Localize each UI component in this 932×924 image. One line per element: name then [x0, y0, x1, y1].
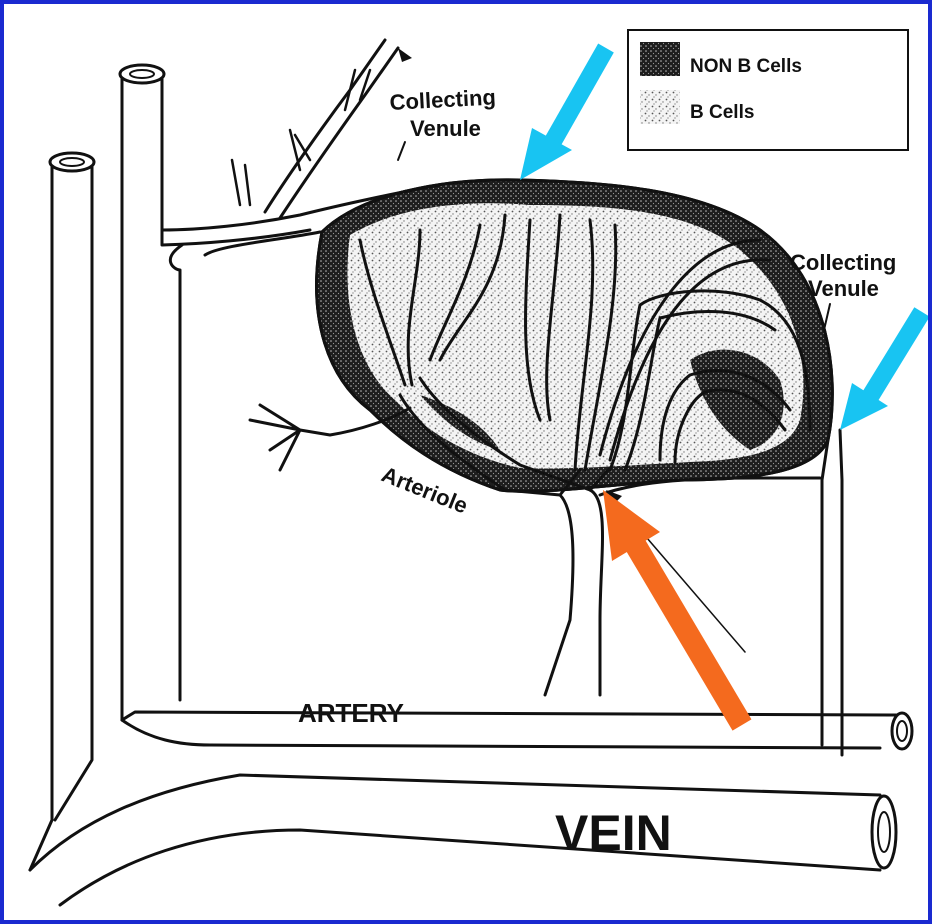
legend-swatch-non-b-cells: [640, 42, 680, 76]
legend-label-b-cells: B Cells: [690, 102, 754, 123]
vein: [30, 775, 896, 905]
collecting-venule-right-label-line1: Collecting: [790, 250, 896, 275]
orange-arrow: [603, 490, 742, 725]
blue-arrow-top: [520, 48, 606, 180]
collecting-venule-right-pointer: [824, 304, 830, 330]
left-vessels: [30, 65, 440, 870]
collecting-venule-left-pointer-top: [398, 48, 412, 62]
artery: [122, 712, 912, 749]
collecting-venule-left-label-line1: Collecting: [389, 84, 497, 115]
vein-label: VEIN: [555, 805, 672, 861]
collecting-venule-left-label-line2: Venule: [410, 116, 481, 141]
collecting-venule-right-label-line2: Venule: [808, 276, 879, 301]
collecting-venule-left-pointer-bottom: [398, 142, 405, 160]
artery-label: ARTERY: [298, 698, 404, 728]
blue-arrow-right: [840, 312, 922, 430]
collecting-venule-right: [822, 430, 842, 755]
lymph-node: [317, 180, 833, 492]
lymph-node-vessel-diagram: NON B Cells B Cells Collecting Venule Co…: [4, 4, 928, 920]
legend: NON B Cells B Cells: [628, 30, 908, 150]
legend-label-non-b-cells: NON B Cells: [690, 56, 802, 77]
legend-swatch-b-cells: [640, 90, 680, 124]
